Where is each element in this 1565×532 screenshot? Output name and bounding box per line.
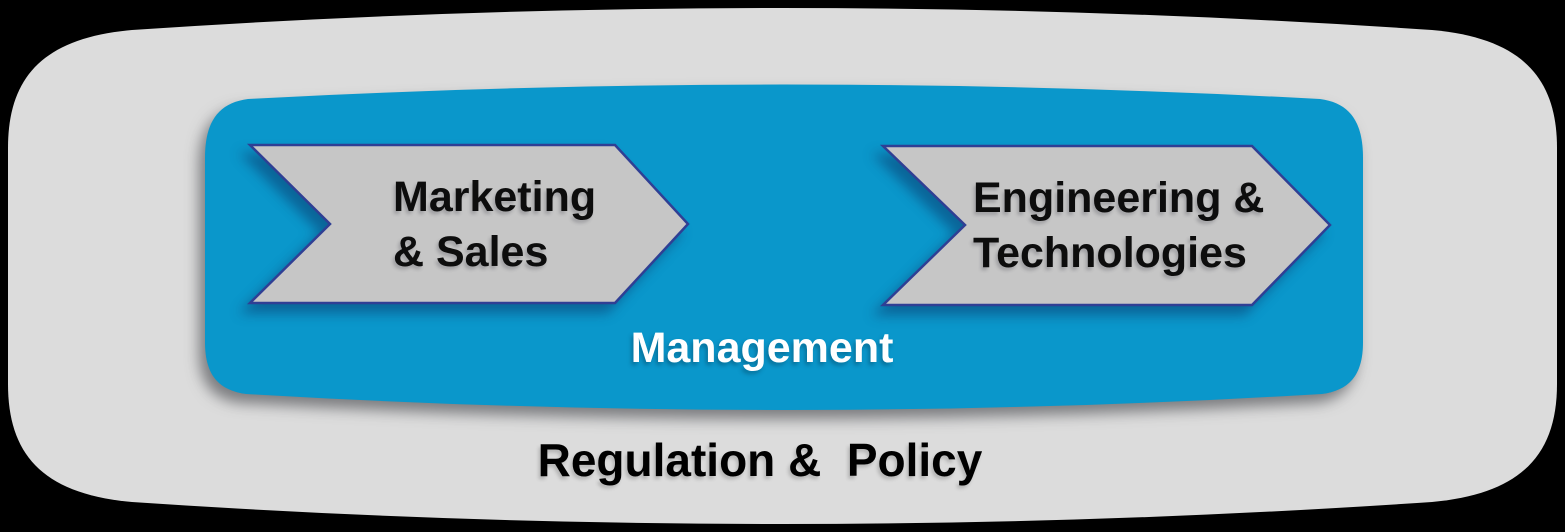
marketing-sales-label: Marketing & Sales: [393, 173, 597, 276]
marketing-sales-arrow-shape: [246, 143, 690, 305]
management-label: Management: [630, 324, 894, 372]
regulation-policy-label: Regulation & Policy: [537, 434, 983, 486]
engineering-technologies-label: Engineering & Technologies: [973, 174, 1265, 277]
engineering-technologies-arrow-shape: [879, 144, 1332, 307]
